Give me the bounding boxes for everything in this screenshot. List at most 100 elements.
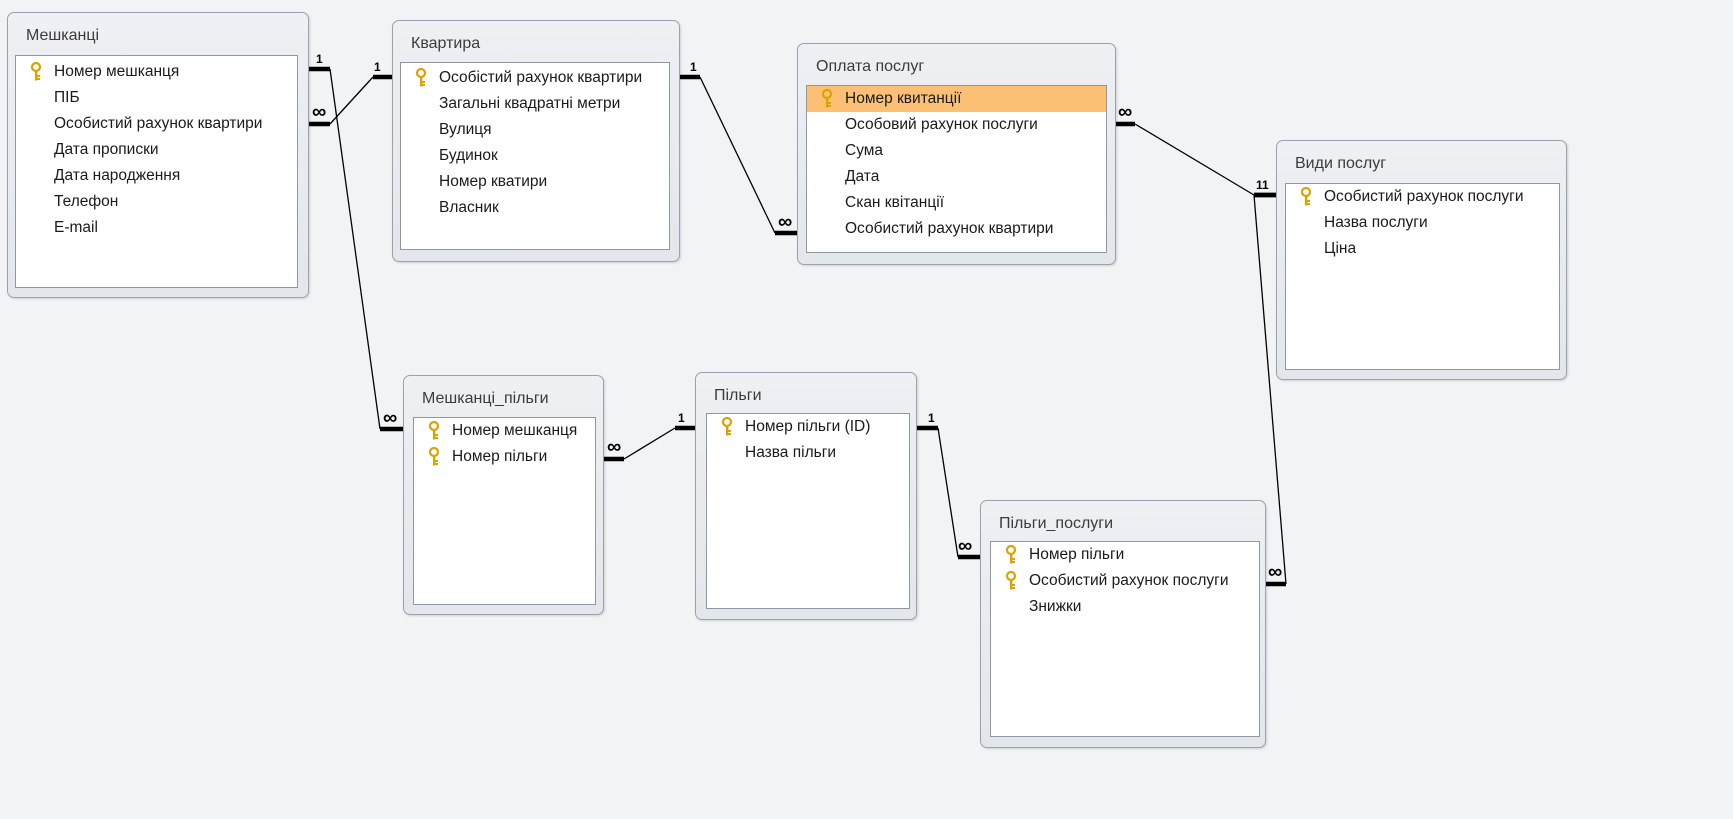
key-field-row[interactable]: Особістий рахунок квартири: [401, 65, 669, 91]
field-row[interactable]: Скан квітанції: [807, 190, 1106, 216]
table-title[interactable]: Оплата послуг: [816, 58, 925, 75]
table-title[interactable]: Мешканці: [26, 27, 100, 44]
key-field-row[interactable]: Номер квитанції: [807, 86, 1106, 112]
cardinality-one-label: 1: [374, 60, 381, 74]
key-field-row[interactable]: Номер пільги: [414, 444, 595, 470]
field-name: Номер кватири: [439, 173, 548, 190]
primary-key-icon: [415, 68, 427, 87]
field-name: Особистий рахунок квартири: [54, 115, 263, 132]
field-name: Номер квитанції: [845, 90, 962, 107]
field-row[interactable]: Вулиця: [401, 117, 669, 143]
key-field-row[interactable]: Номер пільги: [991, 542, 1259, 568]
table-title[interactable]: Пільги: [714, 387, 762, 404]
relationship-line: [1134, 123, 1255, 196]
field-name: Особістий рахунок квартири: [439, 69, 643, 86]
key-field-row[interactable]: Номер мешканця: [16, 59, 297, 85]
table-title[interactable]: Мешканці_пільги: [422, 390, 549, 407]
cardinality-one-label: 11: [1256, 178, 1269, 192]
field-name: Особовий рахунок послуги: [845, 116, 1038, 133]
primary-key-icon: [1005, 545, 1017, 564]
field-name: Назва пільги: [745, 444, 837, 461]
primary-key-icon: [428, 421, 440, 440]
field-name: Номер мешканця: [452, 422, 578, 439]
field-name: Номер мешканця: [54, 63, 180, 80]
field-name: Номер пільги (ID): [745, 418, 871, 435]
field-row[interactable]: Особистий рахунок квартири: [16, 111, 297, 137]
field-name: Сума: [845, 142, 884, 159]
relationship-line: [329, 76, 374, 125]
field-row[interactable]: Ціна: [1286, 236, 1559, 262]
field-name: Телефон: [54, 193, 119, 210]
field-name: Особистий рахунок квартири: [845, 220, 1054, 237]
table-title[interactable]: Пільги_послуги: [999, 515, 1114, 532]
cardinality-one-label: 1: [928, 411, 935, 425]
field-name: Особистий рахунок послуги: [1029, 572, 1229, 589]
primary-key-icon: [821, 89, 833, 108]
cardinality-one-label: 1: [316, 52, 323, 66]
table-title[interactable]: Види послуг: [1295, 155, 1387, 172]
field-name: Дата народження: [54, 167, 181, 184]
field-name: Назва послуги: [1324, 214, 1428, 231]
field-row[interactable]: Назва послуги: [1286, 210, 1559, 236]
cardinality-many-label: ∞: [778, 211, 792, 233]
field-row[interactable]: Будинок: [401, 143, 669, 169]
field-name: Скан квітанції: [845, 194, 944, 211]
relationship-line: [699, 76, 776, 234]
field-row[interactable]: Сума: [807, 138, 1106, 164]
primary-key-icon: [30, 62, 42, 81]
cardinality-many-label: ∞: [1118, 101, 1132, 123]
cardinality-many-label: ∞: [607, 436, 621, 458]
field-name: Загальні квадратні метри: [439, 95, 621, 112]
key-field-row[interactable]: Номер мешканця: [414, 418, 595, 444]
cardinality-one-label: 1: [678, 411, 685, 425]
field-row[interactable]: Особовий рахунок послуги: [807, 112, 1106, 138]
relationship-line: [623, 427, 676, 460]
field-row[interactable]: Власник: [401, 195, 669, 221]
field-name: Номер пільги: [1029, 546, 1125, 563]
field-row[interactable]: ПІБ: [16, 85, 297, 111]
cardinality-one-label: 1: [690, 60, 697, 74]
relationship-line: [937, 427, 959, 558]
field-row[interactable]: Дата: [807, 164, 1106, 190]
field-name: E-mail: [54, 219, 98, 236]
primary-key-icon: [428, 447, 440, 466]
field-name: Дата: [845, 168, 880, 185]
field-row[interactable]: Назва пільги: [707, 440, 909, 466]
cardinality-many-label: ∞: [312, 101, 326, 123]
cardinality-many-label: ∞: [958, 535, 972, 557]
relationship-line: [329, 68, 381, 430]
field-list[interactable]: Номер пільги (ID) Назва пільги: [706, 413, 910, 609]
field-name: Ціна: [1324, 240, 1357, 257]
field-name: Будинок: [439, 147, 498, 164]
field-row[interactable]: Телефон: [16, 189, 297, 215]
field-name: Вулиця: [439, 121, 492, 138]
field-name: ПІБ: [54, 89, 80, 106]
primary-key-icon: [1005, 571, 1017, 590]
field-row[interactable]: Загальні квадратні метри: [401, 91, 669, 117]
field-row[interactable]: Знижки: [991, 594, 1259, 620]
field-row[interactable]: Дата народження: [16, 163, 297, 189]
field-row[interactable]: Особистий рахунок квартири: [807, 216, 1106, 242]
cardinality-many-label: ∞: [383, 407, 397, 429]
field-name: Особистий рахунок послуги: [1324, 188, 1524, 205]
field-row[interactable]: E-mail: [16, 215, 297, 241]
field-name: Власник: [439, 199, 499, 216]
field-row[interactable]: Номер кватири: [401, 169, 669, 195]
table-title[interactable]: Квартира: [411, 35, 481, 52]
field-name: Знижки: [1029, 598, 1082, 615]
key-field-row[interactable]: Особистий рахунок послуги: [991, 568, 1259, 594]
key-field-row[interactable]: Номер пільги (ID): [707, 414, 909, 440]
field-name: Дата прописки: [54, 141, 159, 158]
cardinality-many-label: ∞: [1268, 561, 1282, 583]
field-name: Номер пільги: [452, 448, 548, 465]
primary-key-icon: [721, 417, 733, 436]
field-row[interactable]: Дата прописки: [16, 137, 297, 163]
key-field-row[interactable]: Особистий рахунок послуги: [1286, 184, 1559, 210]
